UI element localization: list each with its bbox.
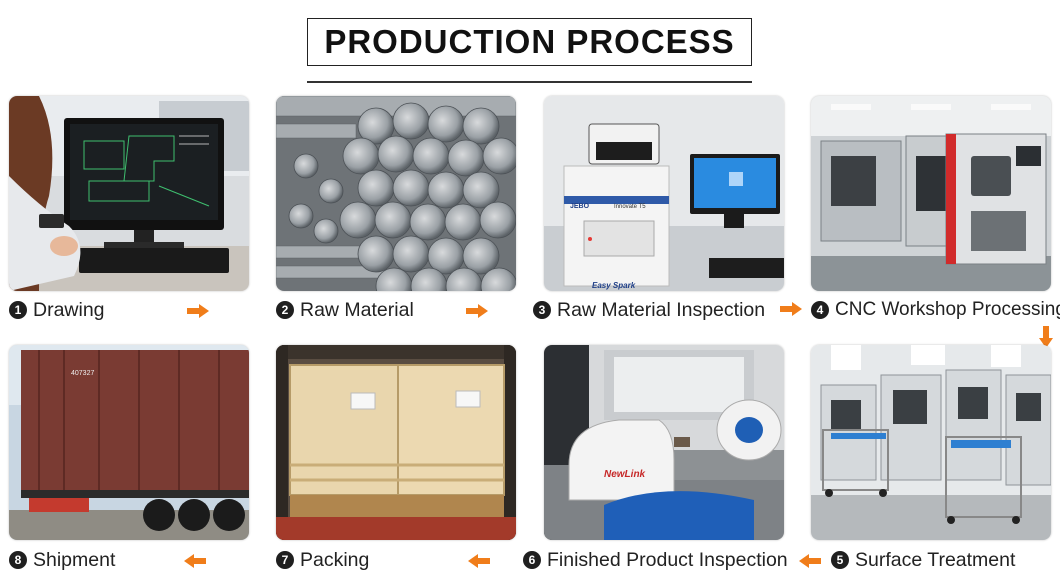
step-number-badge: 7 bbox=[276, 551, 294, 569]
step-2: 2 Raw Material bbox=[276, 298, 414, 322]
step-label: Raw Material Inspection bbox=[557, 298, 766, 321]
step-number-badge: 5 bbox=[831, 551, 849, 569]
arrow-left-icon bbox=[184, 554, 206, 568]
arrow-right-icon bbox=[466, 304, 488, 318]
step-number-badge: 2 bbox=[276, 301, 294, 319]
svg-text:JEBO: JEBO bbox=[570, 203, 590, 210]
arrow-right-icon bbox=[187, 304, 209, 318]
arrow-down-icon bbox=[1039, 326, 1053, 348]
page-title: PRODUCTION PROCESS bbox=[324, 23, 735, 60]
step-7: 7 Packing bbox=[276, 548, 369, 572]
step-label: Finished Product Inspection bbox=[547, 548, 788, 571]
photo-surface-treatment bbox=[811, 345, 1051, 540]
arrow-left-icon bbox=[468, 554, 490, 568]
step-number-badge: 3 bbox=[533, 301, 551, 319]
svg-text:407327: 407327 bbox=[71, 370, 94, 377]
step-label: Surface Treatment bbox=[855, 548, 1016, 571]
step-1: 1 Drawing bbox=[9, 298, 105, 322]
photo-drawing bbox=[9, 96, 249, 291]
step-number-badge: 1 bbox=[9, 301, 27, 319]
step-6: 6 Finished Product Inspection bbox=[523, 548, 788, 572]
photo-cnc-workshop bbox=[811, 96, 1051, 291]
step-label: Shipment bbox=[33, 548, 116, 571]
svg-text:Innovate T5: Innovate T5 bbox=[614, 204, 646, 210]
title-divider bbox=[307, 81, 752, 83]
page-title-box: PRODUCTION PROCESS bbox=[307, 18, 752, 66]
step-label: CNC Workshop Processing bbox=[835, 299, 1060, 320]
arrow-left-icon bbox=[799, 554, 821, 568]
photo-raw-material-inspection: JEBO Innovate T5 Easy Spark bbox=[544, 96, 784, 291]
step-number-badge: 8 bbox=[9, 551, 27, 569]
svg-text:NewLink: NewLink bbox=[604, 469, 646, 480]
step-label: Drawing bbox=[33, 298, 105, 321]
arrow-right-icon bbox=[780, 302, 802, 316]
step-3: 3 Raw Material Inspection bbox=[533, 298, 765, 322]
photo-shipment: 407327 bbox=[9, 345, 249, 540]
step-4: 4 CNC Workshop Processing bbox=[811, 298, 1060, 322]
photo-finished-product-inspection: NewLink bbox=[544, 345, 784, 540]
photo-raw-material bbox=[276, 96, 516, 291]
step-label: Packing bbox=[300, 548, 370, 571]
photo-packing bbox=[276, 345, 516, 540]
step-label: Raw Material bbox=[300, 298, 414, 321]
step-number-badge: 6 bbox=[523, 551, 541, 569]
step-5: 5 Surface Treatment bbox=[831, 548, 1015, 572]
step-8: 8 Shipment bbox=[9, 548, 115, 572]
step-number-badge: 4 bbox=[811, 301, 829, 319]
svg-text:Easy Spark: Easy Spark bbox=[592, 281, 636, 290]
